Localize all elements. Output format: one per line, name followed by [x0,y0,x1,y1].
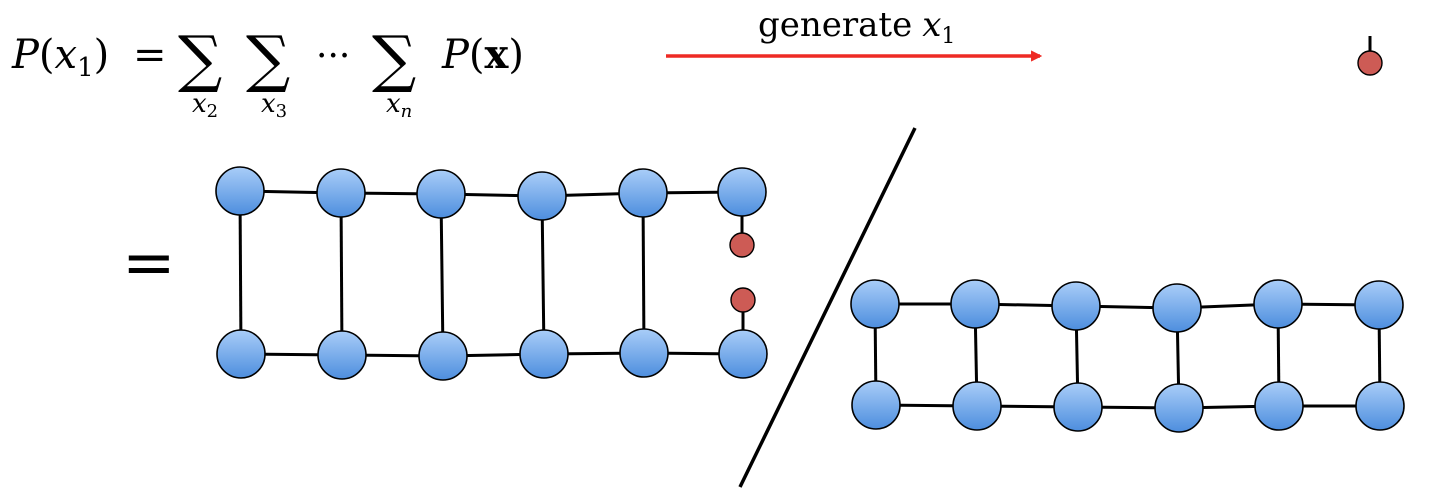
sum-n-index-sub: n [401,101,413,122]
rhs-close-paren: ) [508,32,524,78]
sum-1-index-sub: 2 [207,101,218,122]
sum-symbol-n: ∑ [372,22,416,95]
formula-equals: = [133,32,167,78]
sum-2-index-var: x [261,89,276,119]
division-slash [738,127,917,488]
den-node-bottom-4 [1154,383,1204,433]
svg-text:xn: xn [386,89,412,122]
num-node-top-1 [215,166,265,216]
denominator-network [850,279,1405,433]
num-node-bottom-1 [216,329,266,379]
lhs-open-paren: ( [39,32,55,78]
arrow-label-sub: 1 [941,24,955,49]
num-bond-vert-3 [439,193,445,357]
lhs-P: P [11,32,40,78]
sum-2-index-sub: 3 [276,101,287,122]
den-node-bottom-1 [851,380,901,430]
den-node-top-3 [1051,281,1101,331]
den-node-top-5 [1253,279,1303,329]
num-node-bottom-4 [519,329,569,379]
result-node-circle [1357,50,1383,76]
svg-text:P(x): P(x) [441,31,524,78]
num-node-top-2 [316,168,366,218]
svg-text:x3: x3 [261,89,287,122]
num-node-bottom-3 [418,331,468,381]
numerator-network [215,166,768,381]
num-bond-vert-4 [540,195,546,355]
sum-n-index-var: x [386,89,401,119]
num-node-bottom-5 [619,328,669,378]
num-node-top-6 [717,167,767,217]
rhs-open-paren: ( [469,32,485,78]
lhs-subscript: 1 [77,53,94,83]
num-node-bottom-6 [718,329,768,379]
sum-1-index-var: x [192,89,207,119]
sum-symbol-1: ∑ [178,22,222,95]
sum-symbol-2: ∑ [246,22,290,95]
arrow-label-var: x [922,5,941,45]
lhs-x: x [55,32,78,78]
lhs-close-paren: ) [94,32,110,78]
num-red-node-top [729,232,755,258]
num-bond-vert-2 [339,192,344,356]
num-node-bottom-2 [317,330,367,380]
den-node-bottom-3 [1053,382,1103,432]
num-bond-vert-5 [641,192,646,354]
result-node [1357,36,1383,76]
den-node-bottom-5 [1254,381,1304,431]
marginal-formula: P(x1) = ∑ x2 ∑ x3 ··· ∑ xn P(x) [11,22,524,122]
rhs-bold-x: x [485,31,510,78]
formula-dots: ··· [316,36,350,77]
rhs-P: P [441,32,470,78]
arrow-label-word: generate [758,5,912,45]
den-node-bottom-2 [952,381,1002,431]
num-node-top-4 [517,171,567,221]
den-node-bottom-6 [1355,381,1405,431]
den-node-top-2 [950,279,1000,329]
num-bond-vert-1 [238,190,243,355]
den-node-top-6 [1354,280,1404,330]
num-node-top-3 [416,169,466,219]
svg-text:x2: x2 [192,89,218,122]
num-node-top-5 [618,168,668,218]
svg-text:P(x1): P(x1) [11,32,109,83]
num-red-node-bottom [730,287,756,313]
big-equals: = [122,226,176,300]
den-node-top-1 [850,279,900,329]
den-node-top-4 [1152,283,1202,333]
